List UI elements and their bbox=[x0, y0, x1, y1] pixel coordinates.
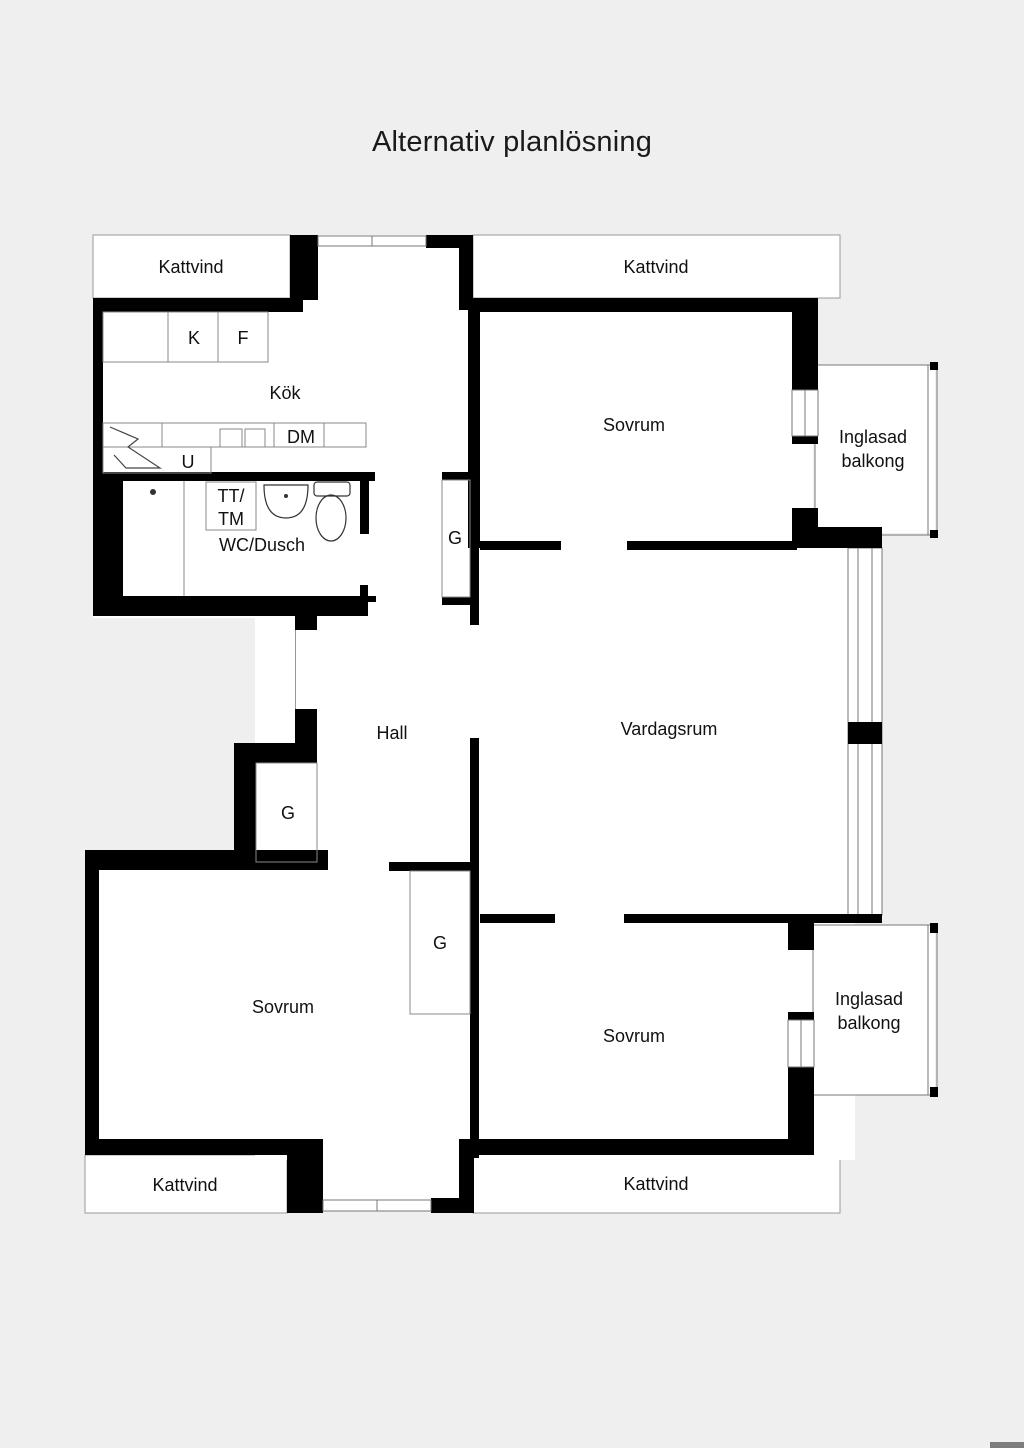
kitchen-fittings: K F DM U Kök bbox=[102, 311, 367, 474]
kattvind-bottom-left: Kattvind bbox=[84, 1154, 288, 1214]
balcony-top-label-line2: balkong bbox=[841, 451, 904, 471]
freezer-label-f: F bbox=[238, 328, 249, 348]
kattvind-top-right-label: Kattvind bbox=[623, 257, 688, 277]
washer-label-tt: TT/ bbox=[218, 486, 245, 506]
balcony-top-label-line1: Inglasad bbox=[839, 427, 907, 447]
bedroom-top-label: Sovrum bbox=[603, 415, 665, 435]
sink-icon bbox=[263, 484, 309, 519]
stairs-icon bbox=[109, 426, 163, 469]
toilet-tank-icon bbox=[313, 481, 351, 497]
page-title: Alternativ planlösning bbox=[371, 126, 653, 158]
dishwasher-label: DM bbox=[287, 427, 315, 447]
toilet-bowl-icon bbox=[315, 494, 347, 542]
kattvind-top-right: Kattvind bbox=[472, 234, 841, 299]
balcony-bottom bbox=[812, 923, 938, 1097]
bedroom-bottom-right-label: Sovrum bbox=[603, 1026, 665, 1046]
closet-kitchen-label: G bbox=[448, 528, 462, 548]
kattvind-top-left: Kattvind bbox=[92, 234, 291, 299]
kattvind-bottom-right: Kattvind bbox=[472, 1154, 841, 1214]
kattvind-bottom-left-label: Kattvind bbox=[152, 1175, 217, 1195]
dryer-label-tm: TM bbox=[218, 509, 244, 529]
corner-mark bbox=[990, 1442, 1024, 1448]
balcony-bottom-label-line1: Inglasad bbox=[835, 989, 903, 1009]
living-room-window bbox=[847, 547, 883, 916]
balcony-top-floor bbox=[815, 365, 935, 533]
balcony-bottom-label-line2: balkong bbox=[837, 1013, 900, 1033]
hall-label: Hall bbox=[376, 723, 407, 743]
closets: G G G bbox=[255, 479, 471, 1015]
balcony-bottom-floor bbox=[813, 925, 935, 1095]
closet-bedroom-label: G bbox=[433, 933, 447, 953]
kattvind-top-left-label: Kattvind bbox=[158, 257, 223, 277]
floor-area bbox=[85, 235, 935, 1210]
walls bbox=[85, 235, 882, 1213]
wc-label: WC/Dusch bbox=[219, 535, 305, 555]
closet-hall-label: G bbox=[281, 803, 295, 823]
kattvind-bottom-right-label: Kattvind bbox=[623, 1174, 688, 1194]
bedroom-bottom-left-label: Sovrum bbox=[252, 997, 314, 1017]
oven-label-u: U bbox=[182, 452, 195, 472]
kitchen-label: Kök bbox=[269, 383, 301, 403]
living-room-label: Vardagsrum bbox=[621, 719, 718, 739]
wc-fittings: TT/ TM WC/Dusch bbox=[150, 481, 351, 596]
fridge-label-k: K bbox=[188, 328, 200, 348]
shower-head-icon bbox=[150, 489, 156, 495]
